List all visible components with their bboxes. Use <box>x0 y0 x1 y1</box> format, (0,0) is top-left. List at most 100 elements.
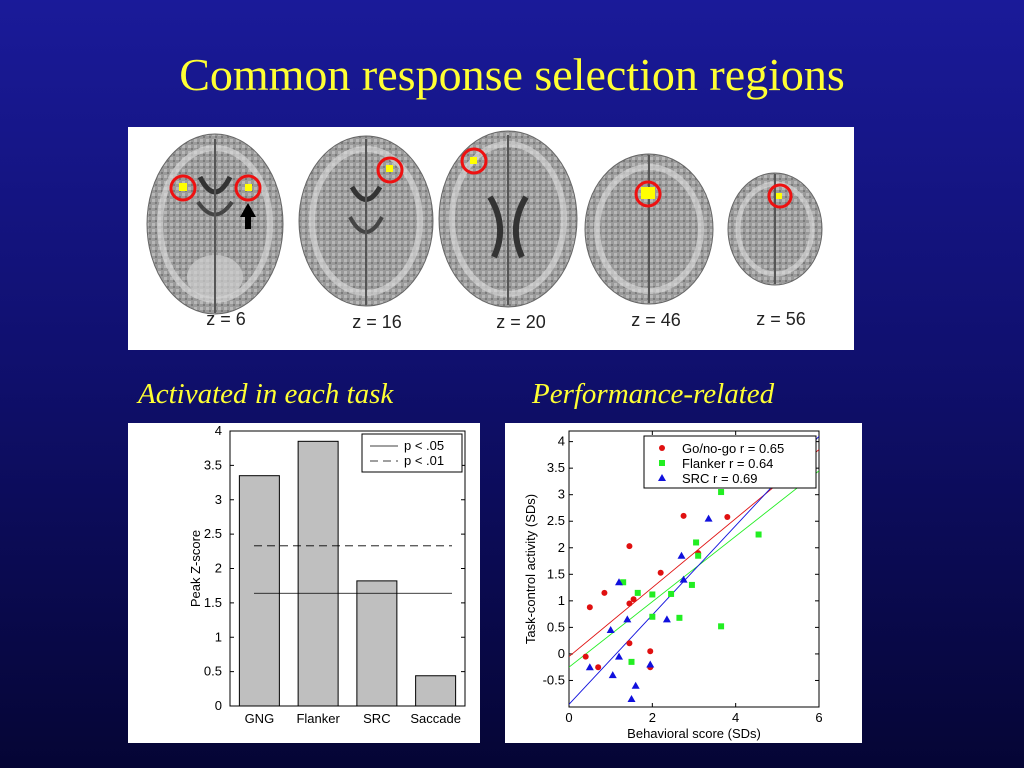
y-axis-label: Task-control activity (SDs) <box>523 494 538 644</box>
data-point <box>615 652 623 660</box>
left-caption: Activated in each task <box>138 378 394 410</box>
plot-area-frame <box>568 430 820 708</box>
slice-label: z = 56 <box>756 309 806 329</box>
data-point <box>626 640 633 647</box>
arrow-up-icon <box>240 203 256 229</box>
y-tick-label: 1 <box>215 629 222 644</box>
region-marker-circle <box>234 174 262 202</box>
data-point <box>582 653 589 660</box>
x-tick-label: 0 <box>565 710 572 725</box>
data-point <box>634 589 641 596</box>
y-tick-label: 0.5 <box>547 619 565 634</box>
data-point <box>646 660 655 668</box>
activation-blob <box>245 184 252 191</box>
data-point <box>608 671 617 679</box>
legend-marker <box>658 474 666 481</box>
y-tick-label: 3 <box>558 487 565 502</box>
slice-label: z = 6 <box>206 309 246 329</box>
legend-marker <box>659 460 665 466</box>
activation-blob <box>179 183 187 191</box>
brain-slices-panel: z = 6 z = 16 z = 20 z = 46 z = 56 <box>128 127 854 350</box>
data-point <box>677 551 686 559</box>
data-point <box>755 531 762 538</box>
y-tick-label: 3 <box>215 492 222 507</box>
data-point <box>704 514 713 522</box>
y-tick-label: 3.5 <box>547 460 565 475</box>
activation-blob <box>641 187 655 199</box>
y-tick-label: -0.5 <box>543 672 565 687</box>
brain-slices-image: z = 6 z = 16 z = 20 z = 46 z = 56 <box>146 130 823 332</box>
x-tick-label: 6 <box>815 710 822 725</box>
bar <box>356 580 398 707</box>
x-tick-label: Saccade <box>410 711 461 726</box>
data-point <box>680 512 687 519</box>
data-point <box>679 575 688 583</box>
data-point <box>601 589 608 596</box>
data-point <box>649 591 656 598</box>
x-tick-label: GNG <box>245 711 275 726</box>
brain-slice-z46 <box>584 153 714 305</box>
data-point <box>595 664 602 671</box>
region-marker-circle <box>767 183 793 209</box>
legend-label: Go/no-go r = 0.65 <box>682 441 784 456</box>
legend-box <box>643 435 817 489</box>
y-axis-label: Peak Z-score <box>188 530 203 607</box>
region-marker-circle <box>376 156 404 184</box>
data-point <box>615 578 623 586</box>
data-point <box>647 648 654 655</box>
data-point <box>718 623 725 630</box>
y-tick-label: 4 <box>558 434 565 449</box>
x-tick-label: 4 <box>732 710 739 725</box>
data-point <box>662 615 671 623</box>
data-point <box>657 569 664 576</box>
data-point <box>668 590 675 597</box>
y-tick-label: 2 <box>215 561 222 576</box>
data-point <box>586 604 593 611</box>
brain-slice-z20 <box>438 130 578 308</box>
data-point <box>606 626 615 634</box>
legend-label: p < .05 <box>404 438 444 453</box>
y-tick-label: 1.5 <box>547 566 565 581</box>
y-tick-label: 3.5 <box>204 457 222 472</box>
data-point <box>626 600 633 607</box>
brain-slice-z16 <box>298 135 434 307</box>
y-tick-label: 4 <box>215 423 222 438</box>
data-point <box>623 615 632 623</box>
data-point <box>620 579 627 586</box>
slide-title: Common response selection regions <box>179 49 845 100</box>
bar <box>297 440 339 707</box>
right-caption: Performance-related <box>532 378 775 410</box>
x-axis-label: Behavioral score (SDs) <box>627 726 761 741</box>
data-point <box>688 581 695 588</box>
fit-line <box>569 470 819 668</box>
y-tick-label: 0 <box>215 698 222 713</box>
y-tick-label: 0 <box>558 646 565 661</box>
brain-slice-z56 <box>727 172 823 286</box>
data-point <box>718 489 725 496</box>
data-point <box>627 695 636 703</box>
y-tick-label: 1.5 <box>204 595 222 610</box>
y-tick-label: 1 <box>558 593 565 608</box>
region-marker-circle <box>634 180 662 208</box>
y-tick-label: 0.5 <box>204 664 222 679</box>
x-tick-label: SRC <box>363 711 390 726</box>
legend-box <box>361 433 463 473</box>
brain-slice-z6 <box>146 133 284 315</box>
activation-blob <box>386 165 393 172</box>
data-point <box>630 596 637 603</box>
slice-label: z = 20 <box>496 312 546 332</box>
data-point <box>695 552 702 559</box>
data-point <box>631 681 640 689</box>
slice-label: z = 16 <box>352 312 402 332</box>
region-marker-circle <box>169 174 197 202</box>
y-tick-label: 2 <box>558 540 565 555</box>
data-point <box>676 614 683 621</box>
legend-label: Flanker r = 0.64 <box>682 456 773 471</box>
x-tick-label: 2 <box>649 710 656 725</box>
data-point <box>724 513 731 520</box>
data-point <box>649 613 656 620</box>
data-point <box>628 658 635 665</box>
legend-label: SRC r = 0.69 <box>682 471 758 486</box>
